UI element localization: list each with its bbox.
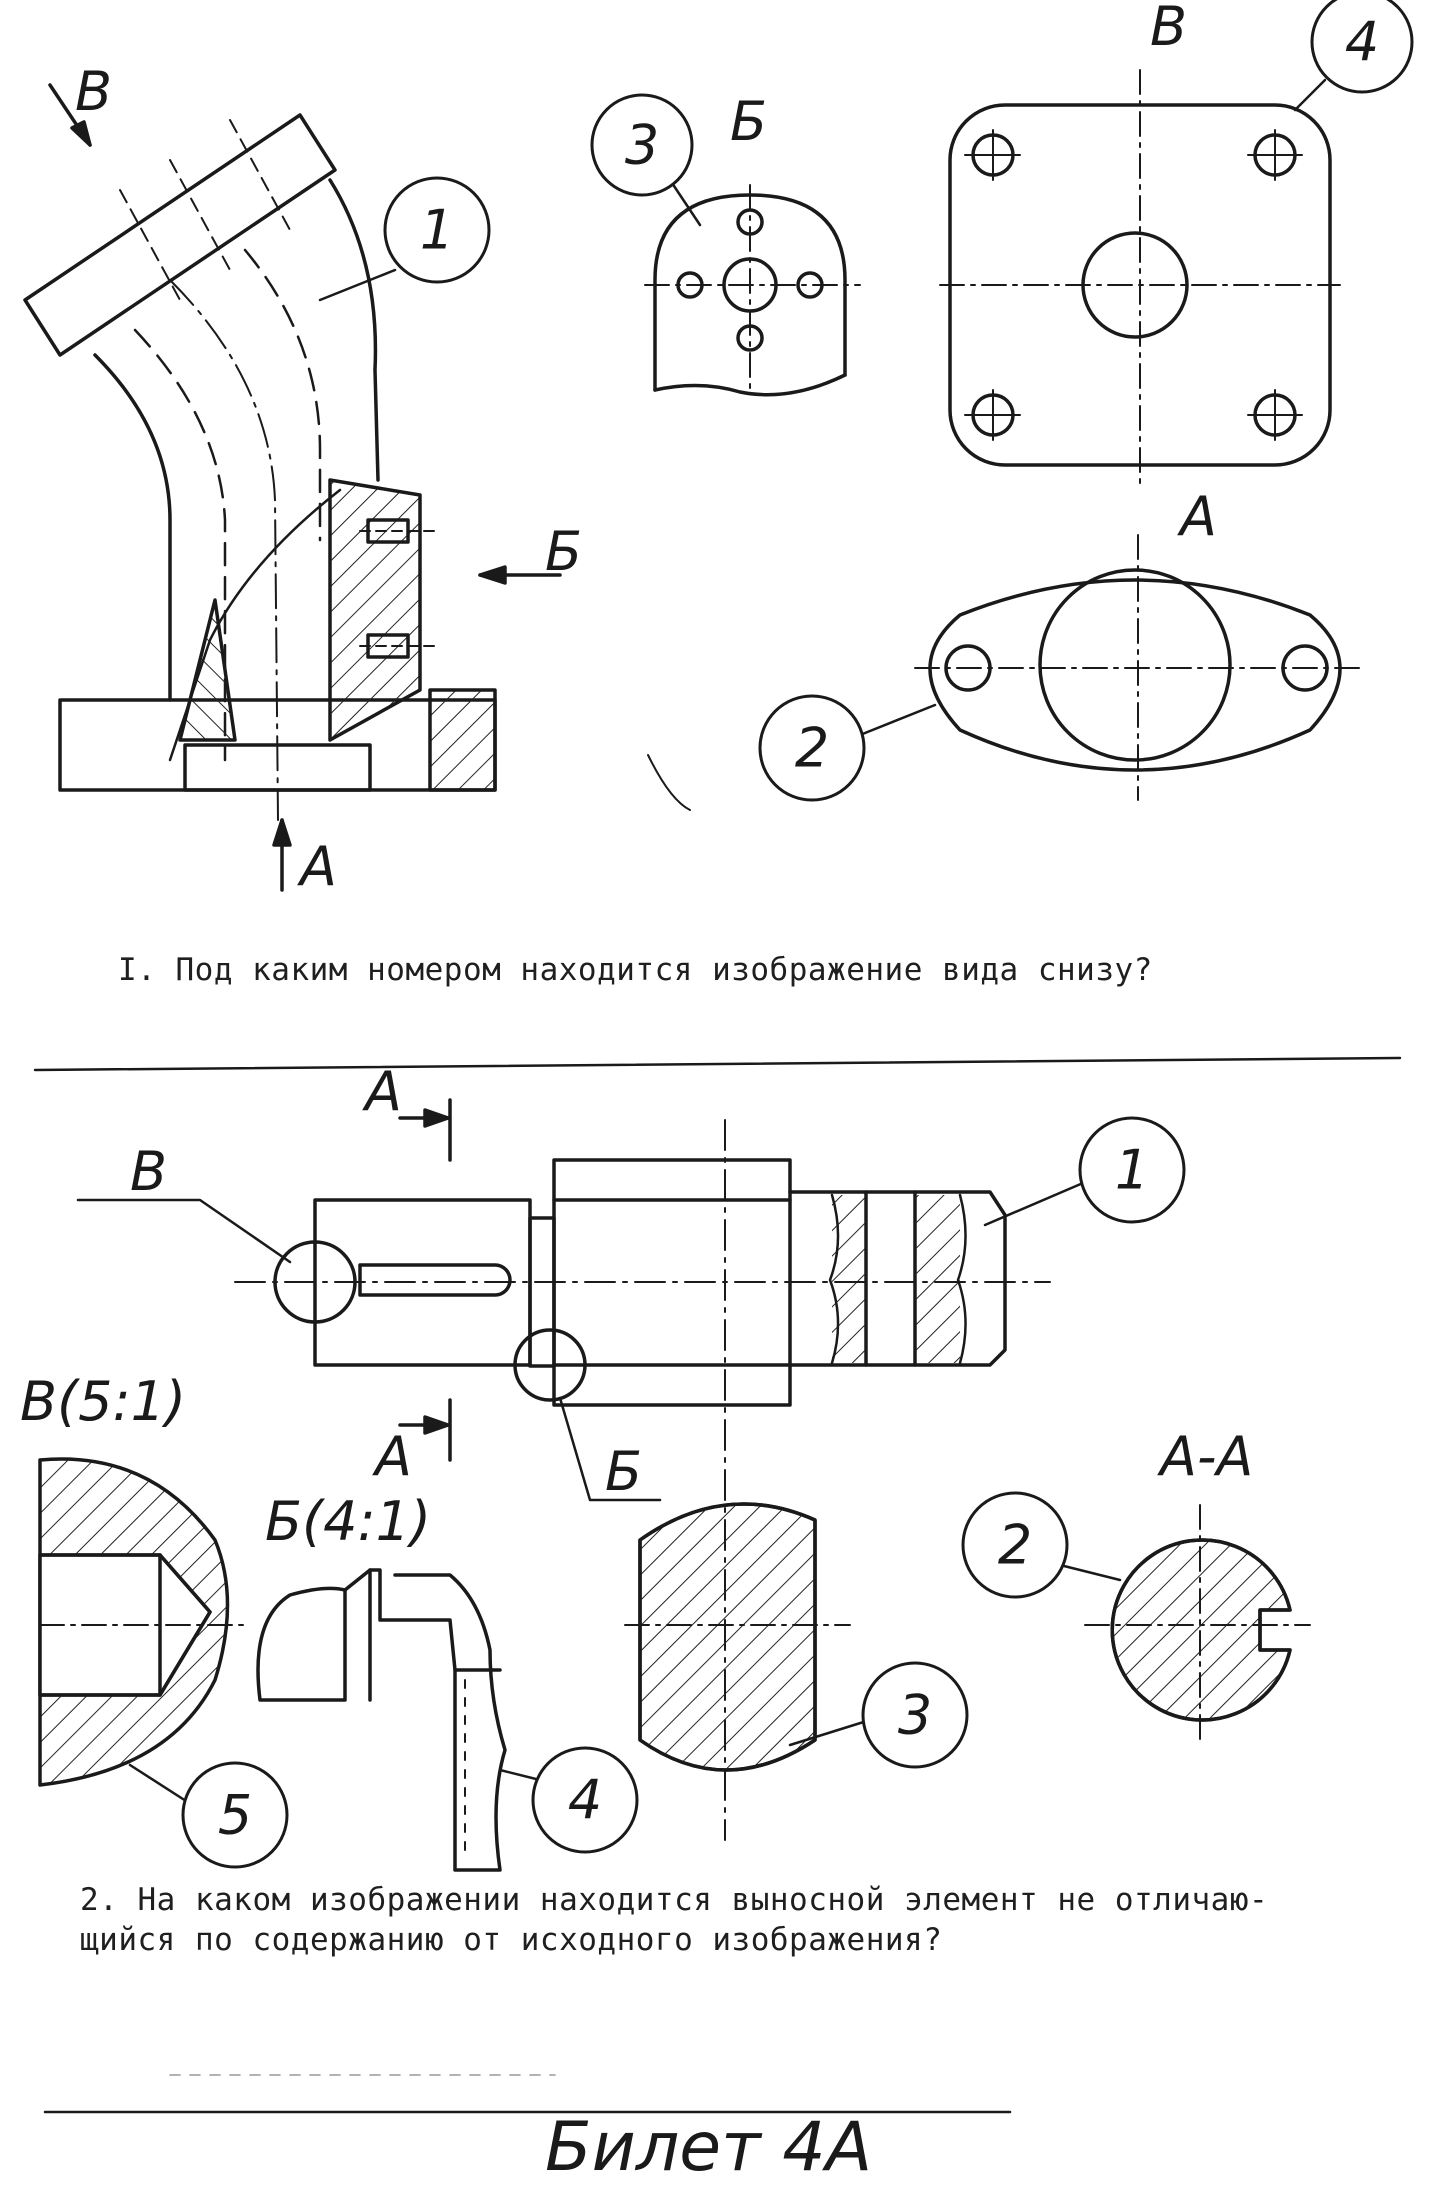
callout-circle-1b (1078, 1116, 1186, 1224)
callout-circle-2a (758, 694, 866, 802)
callout-circle-1a (383, 176, 491, 284)
task2-section-aa (1058, 1504, 1311, 1746)
callout-circle-2b (961, 1491, 1069, 1599)
question-2-line-1: 2. На каком изображении находится выносн… (80, 1882, 1269, 1918)
question-1: I. Под каким номером находится изображен… (118, 952, 1153, 988)
label-v-scale: В(5:1) (20, 1370, 186, 1433)
callout-circle-4a (1310, 0, 1414, 94)
label-v-mark: В (130, 1140, 167, 1203)
task1-main-view (23, 83, 562, 892)
label-a-top: А (362, 1060, 402, 1123)
callout-3a: 3 (625, 114, 659, 177)
callout-1b: 1 (1115, 1139, 1149, 1202)
label-v-arrow: В (75, 60, 112, 123)
task2-section-3 (624, 1502, 872, 1772)
callout-circle-3a (590, 93, 694, 197)
label-section-aa: А-А (1157, 1425, 1253, 1488)
label-b-mark: Б (605, 1440, 642, 1503)
callout-3b: 3 (898, 1684, 932, 1747)
callout-1a: 1 (420, 199, 454, 262)
task-divider (33, 1056, 1402, 1072)
label-b-arrow: Б (545, 520, 582, 583)
callout-2b: 2 (998, 1514, 1032, 1577)
task1-view-a (647, 534, 1361, 811)
label-view-a: А (1177, 485, 1217, 548)
task1-view-b (644, 178, 861, 397)
task2-shaft-view (76, 1098, 1092, 1841)
callout-circle-5b (181, 1761, 289, 1869)
task1-view-v (939, 69, 1341, 491)
callout-circle-3b (861, 1661, 969, 1769)
question-2: 2. На каком изображении находится выносн… (80, 1880, 1268, 1960)
label-a-arrow: А (297, 835, 337, 898)
label-a-bottom: А (372, 1425, 412, 1488)
label-view-b: Б (730, 90, 767, 153)
task2-detail-v (38, 1457, 251, 1812)
task2-detail-b (256, 1568, 542, 1872)
label-b-scale: Б(4:1) (265, 1490, 431, 1553)
callout-4b: 4 (568, 1769, 602, 1832)
callout-5b: 5 (218, 1784, 252, 1847)
callout-4a: 4 (1345, 11, 1379, 74)
label-view-v: В (1150, 0, 1187, 58)
callout-2a: 2 (795, 717, 829, 780)
question-2-line-2: щийся по содержанию от исходного изображ… (80, 1922, 943, 1958)
callout-circle-4b (531, 1746, 639, 1854)
ticket-label: Билет 4А (545, 2108, 872, 2187)
